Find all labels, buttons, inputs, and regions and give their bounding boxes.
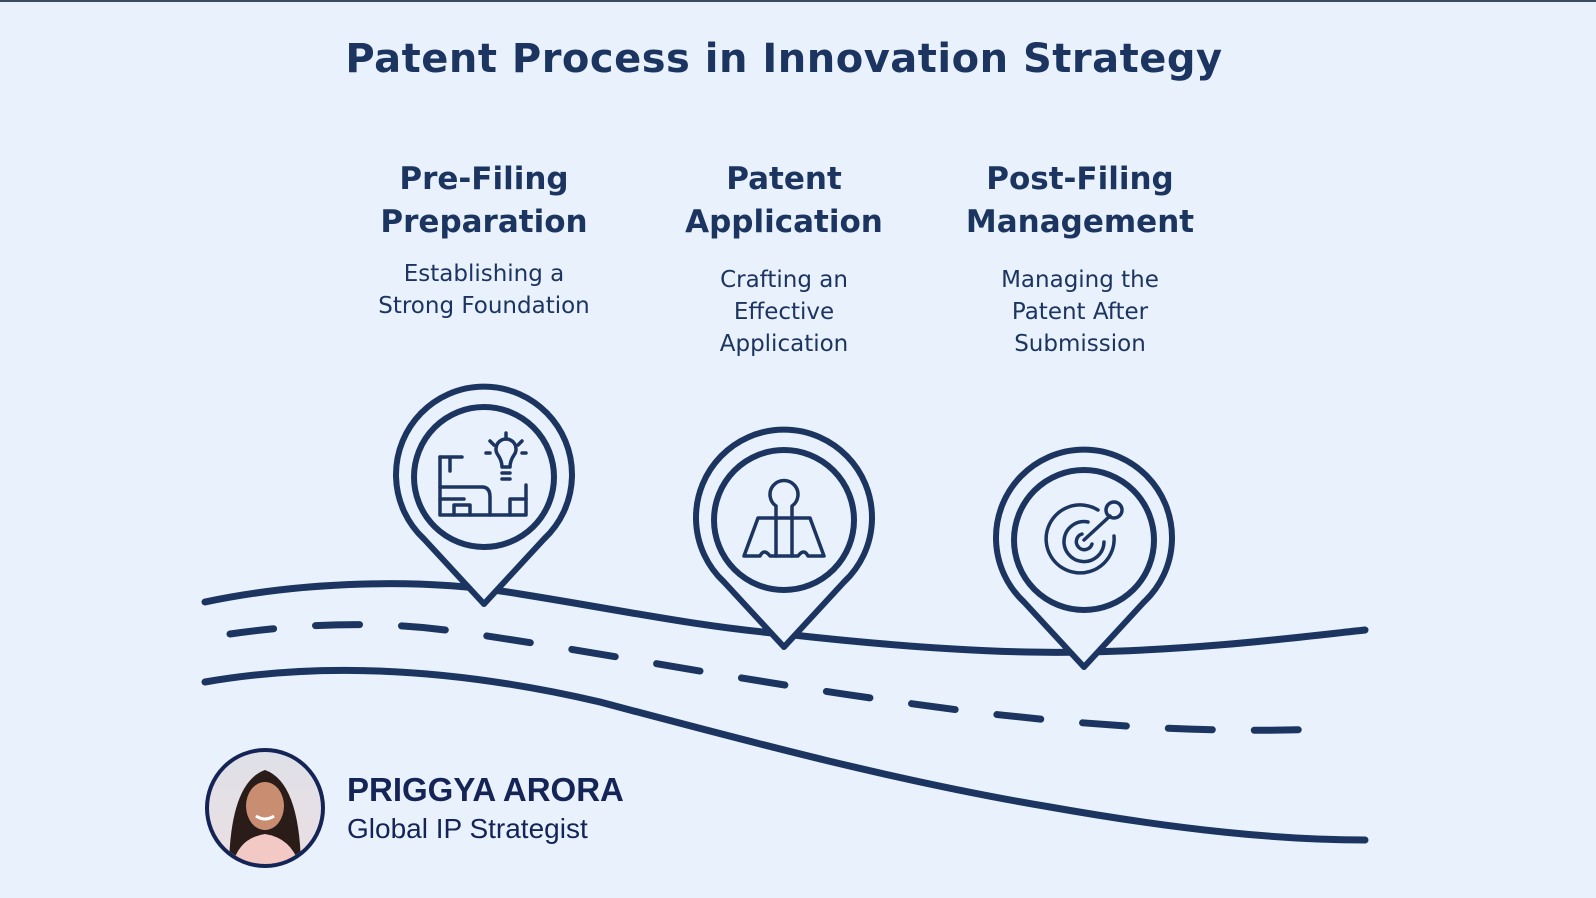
desc-line: Crafting an — [720, 267, 848, 293]
desc-line: Submission — [1014, 331, 1146, 357]
step-title-line: Application — [685, 204, 883, 240]
blueprint-lightbulb-icon — [438, 431, 528, 517]
desc-line: Strong Foundation — [378, 293, 590, 319]
desc-line: Managing the — [1001, 267, 1159, 293]
step-description: Establishing a Strong Foundation — [334, 258, 634, 322]
step-title-line: Patent — [726, 161, 842, 197]
step-title-line: Preparation — [380, 204, 588, 240]
desc-line: Patent After — [1011, 299, 1149, 325]
avatar-portrait — [229, 770, 301, 864]
page-title: Patent Process in Innovation Strategy — [345, 36, 1223, 82]
desc-line: Application — [719, 331, 849, 357]
binder-clip-icon — [742, 478, 826, 558]
step-title-line: Pre-Filing — [399, 161, 569, 197]
target-icon — [1044, 500, 1124, 575]
author-role: Global IP Strategist — [347, 813, 588, 844]
avatar — [205, 748, 325, 868]
map-pin-2 — [693, 426, 875, 650]
map-pin-1 — [393, 383, 575, 607]
step-pre-filing: Pre-Filing Preparation Establishing a Str… — [334, 158, 634, 322]
desc-line: Establishing a — [403, 261, 565, 287]
author-name: PRIGGYA ARORA — [347, 771, 624, 808]
author-card: PRIGGYA ARORA Global IP Strategist — [205, 748, 624, 868]
step-title-line: Management — [965, 204, 1195, 240]
map-pin-3 — [993, 446, 1175, 670]
step-title-line: Post-Filing — [986, 161, 1174, 197]
road-bottom-edge — [201, 666, 1369, 844]
desc-line: Effective — [733, 299, 835, 325]
